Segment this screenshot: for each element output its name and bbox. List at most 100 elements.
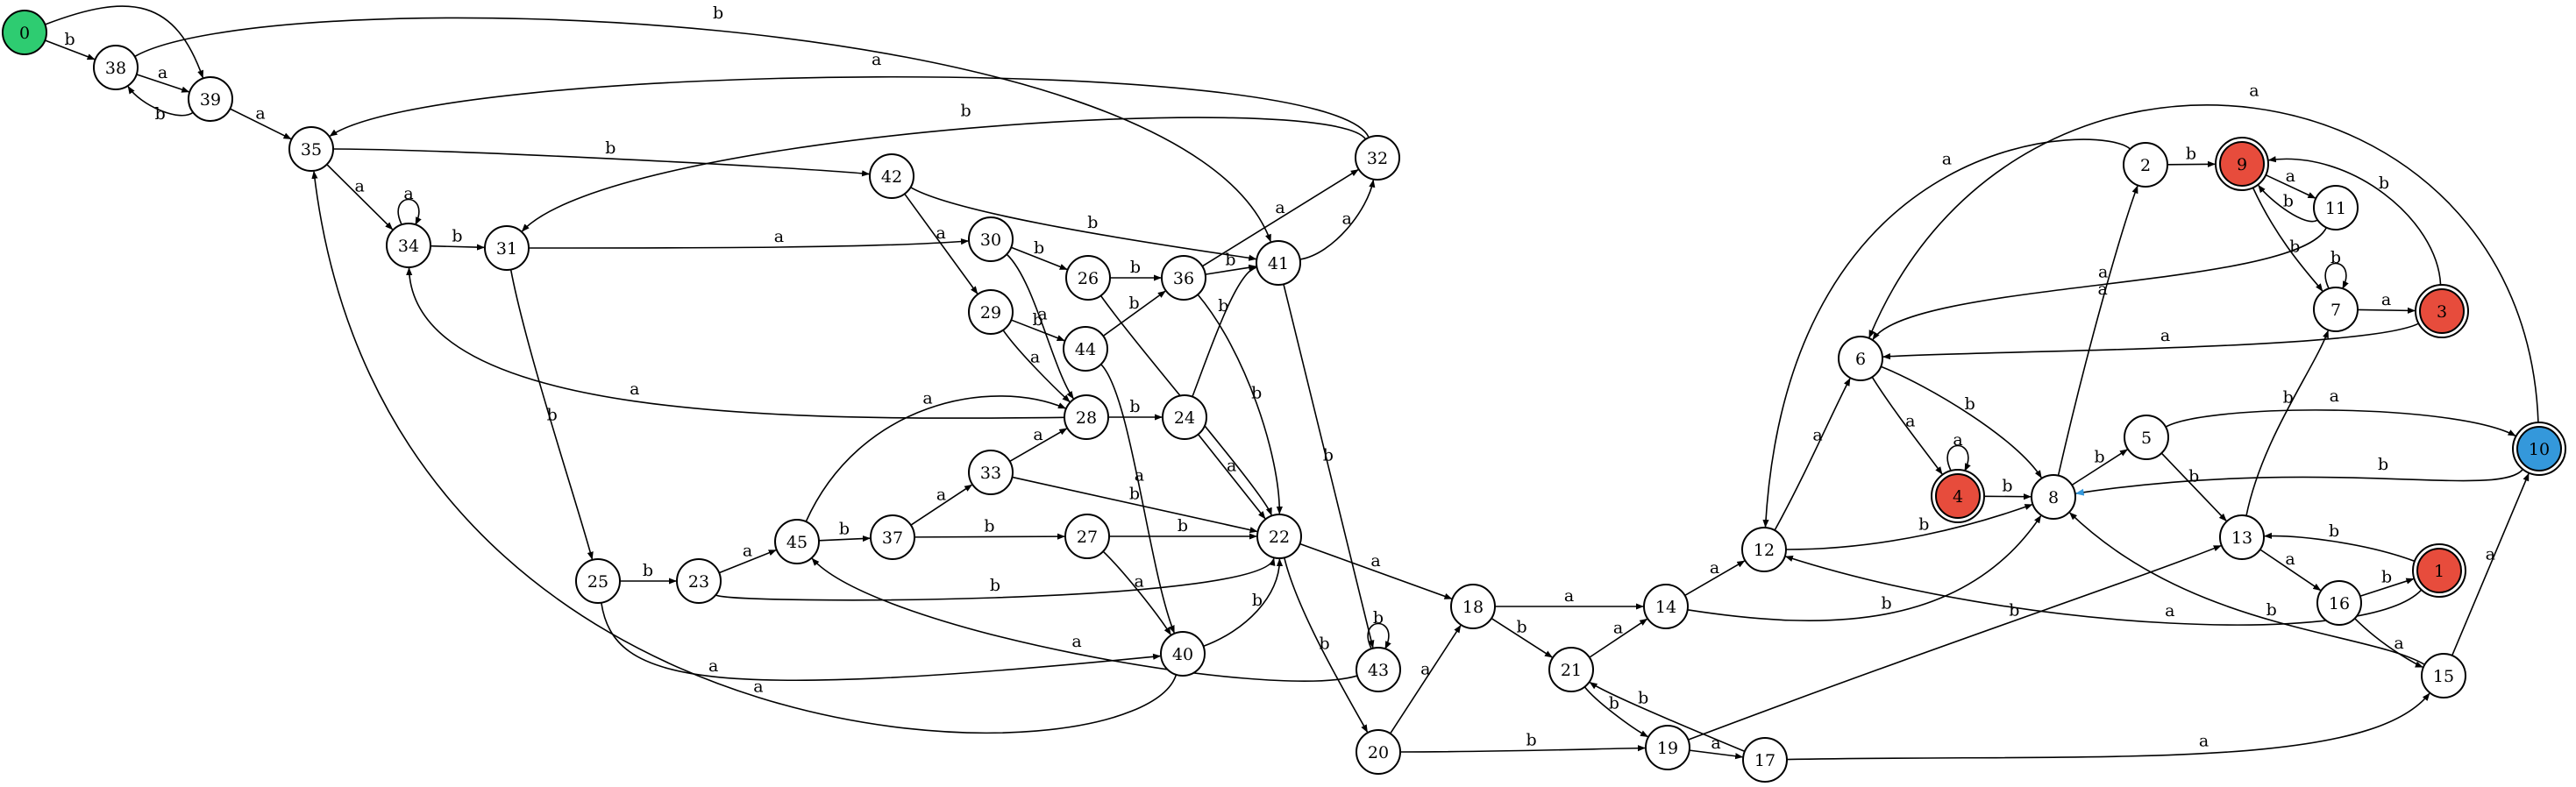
state-label: 28 <box>1076 408 1097 428</box>
edge-label-29-to-44: b <box>1032 310 1042 330</box>
edge-17-to-15 <box>1786 692 2430 761</box>
state-label: 21 <box>1561 661 1582 680</box>
state-circle <box>2416 548 2462 593</box>
edge-label-8-to-5: b <box>2094 447 2104 466</box>
edge-4-to-4 <box>1946 444 1971 471</box>
edge-38-to-41 <box>134 17 1271 243</box>
state-circle <box>2031 474 2076 520</box>
state-circle <box>2421 653 2466 698</box>
edge-44-to-40 <box>1100 364 1175 634</box>
edge-36-to-41 <box>1205 264 1257 275</box>
edge-22-to-18 <box>1299 542 1453 599</box>
state-circle <box>1256 514 1302 559</box>
state-circle <box>1935 473 1981 519</box>
state-label: 41 <box>1268 254 1289 273</box>
edge-label-30-to-26: b <box>1034 238 1044 258</box>
state-label: 4 <box>1953 487 1963 507</box>
state-label: 2 <box>2140 156 2151 175</box>
state-node-28: 28 <box>1064 394 1109 440</box>
edge-1-to-12 <box>1784 556 2423 626</box>
state-node-43: 43 <box>1356 647 1401 692</box>
edge-15-to-10 <box>2451 472 2530 656</box>
edge-label-7-to-3: a <box>2381 290 2391 309</box>
state-node-19: 19 <box>1645 725 1690 770</box>
state-node-17: 17 <box>1742 737 1788 783</box>
state-node-15: 15 <box>2421 653 2466 698</box>
state-circle <box>1645 725 1690 770</box>
edge-label-16-to-1: b <box>2381 567 2392 586</box>
state-label: 34 <box>398 237 419 256</box>
state-node-20: 20 <box>1356 729 1401 775</box>
edge-label-33-to-28: a <box>1033 425 1042 444</box>
state-label: 24 <box>1174 408 1195 428</box>
state-label: 6 <box>1855 350 1866 369</box>
state-circle <box>1742 737 1788 783</box>
state-node-41: 41 <box>1256 240 1301 286</box>
state-circle <box>2219 514 2265 560</box>
edge-label-41-to-43: b <box>1323 446 1334 465</box>
edge-28-to-34 <box>406 267 1065 419</box>
state-label: 31 <box>496 239 517 259</box>
state-label: 40 <box>1172 645 1193 664</box>
state-label: 12 <box>1754 541 1775 560</box>
edge-label-3-to-6: a <box>2160 326 2170 345</box>
edge-label-19-to-17: a <box>1711 734 1720 753</box>
state-label: 39 <box>200 90 221 110</box>
state-node-22: 22 <box>1256 514 1302 559</box>
state-circle <box>386 223 431 268</box>
state-circle <box>1063 326 1108 372</box>
state-node-27: 27 <box>1064 514 1110 559</box>
edge-40-to-35 <box>311 170 1178 734</box>
state-circle <box>1162 394 1207 440</box>
edge-38-to-39 <box>136 74 190 93</box>
edge-label-33-to-22: b <box>1129 484 1140 503</box>
state-circle <box>968 216 1014 262</box>
state-circle <box>1643 584 1689 629</box>
state-label: 38 <box>105 59 126 78</box>
state-label: 25 <box>587 572 608 592</box>
edge-33-to-28 <box>1009 428 1068 463</box>
edge-24-to-41 <box>1192 266 1257 397</box>
edge-label-27-to-22: b <box>1178 516 1188 535</box>
edge-label-14-to-12: a <box>1710 558 1719 578</box>
state-circle <box>1160 631 1206 677</box>
edge-label-10-to-6: a <box>2249 81 2259 100</box>
edge-label-13-to-16: a <box>2285 549 2295 569</box>
state-node-4: 4 <box>1931 469 1985 523</box>
edge-22-to-20 <box>1284 557 1369 734</box>
edge-label-39-to-35: a <box>255 103 265 123</box>
state-circle <box>1838 336 1883 381</box>
edge-label-40-to-22: b <box>1252 591 1263 610</box>
edge-label-1-to-12: a <box>2165 601 2174 620</box>
state-label: 5 <box>2141 429 2152 448</box>
edge-32-to-35 <box>329 75 1370 138</box>
state-node-11: 11 <box>2313 185 2359 230</box>
state-label: 1 <box>2434 562 2444 581</box>
edge-27-to-40 <box>1102 550 1171 635</box>
edge-13-to-7 <box>2245 330 2329 516</box>
state-node-44: 44 <box>1063 326 1108 372</box>
state-node-3: 3 <box>2415 284 2469 338</box>
edge-45-to-37 <box>818 535 871 542</box>
edge-label-34-to-31: b <box>452 226 462 245</box>
edge-45-to-28 <box>805 395 1066 522</box>
edge-label-5-to-13: b <box>2188 467 2199 486</box>
edge-2-to-12 <box>1762 138 2131 528</box>
state-node-39: 39 <box>188 76 233 122</box>
state-node-5: 5 <box>2124 415 2169 460</box>
edge-31-to-25 <box>509 269 594 560</box>
edge-label-35-to-42: b <box>605 138 616 158</box>
edge-34-to-31 <box>430 244 485 251</box>
edge-12-to-6 <box>1774 378 1851 531</box>
state-label: 20 <box>1368 743 1389 762</box>
edge-label-41-to-32: a <box>1341 209 1351 228</box>
edge-label-21-to-14: a <box>1613 618 1623 637</box>
edge-29-to-44 <box>1011 319 1065 342</box>
edge-21-to-14 <box>1589 618 1648 658</box>
edge-17-to-21 <box>1589 682 1746 753</box>
state-circle <box>774 519 820 564</box>
edge-label-23-to-45: a <box>743 542 752 561</box>
state-label: 16 <box>2329 594 2350 613</box>
